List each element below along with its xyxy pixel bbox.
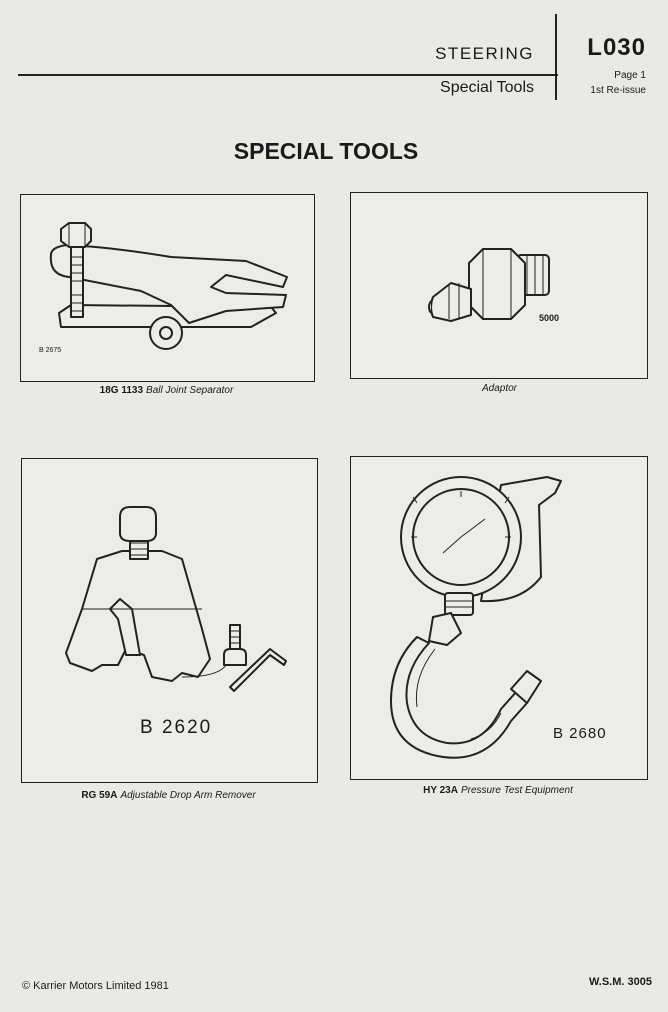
- copyright-notice: © Karrier Motors Limited 1981: [22, 980, 169, 992]
- part-number: RG 59A: [81, 790, 118, 801]
- ball-joint-separator-illustration: [49, 222, 288, 350]
- page-code: L030: [587, 34, 646, 61]
- figure-reference: B 2675: [39, 347, 62, 354]
- subsection-heading: Special Tools: [440, 79, 534, 96]
- tool-figure-pressure-test-equipment: B 2680: [350, 456, 648, 780]
- figure-reference: B 2620: [140, 717, 213, 738]
- header-rule: [18, 74, 558, 76]
- figure-reference: 5000: [539, 313, 560, 323]
- tool-figure-adaptor: 5000: [350, 192, 648, 379]
- tool-figure-drop-arm-remover: B 2620: [21, 458, 318, 783]
- tool-figure-ball-joint-separator: B 2675: [20, 194, 315, 382]
- issue-label: 1st Re-issue: [590, 85, 646, 96]
- header-divider: [555, 14, 557, 100]
- drop-arm-remover-illustration: [65, 506, 287, 692]
- tool-name: Adaptor: [481, 383, 518, 394]
- part-number: 18G 1133: [99, 385, 144, 396]
- page-title: SPECIAL TOOLS: [233, 138, 419, 164]
- tool-name: Pressure Test Equipment: [460, 785, 573, 796]
- page-number: Page 1: [614, 70, 646, 81]
- part-number: HY 23A: [423, 785, 458, 796]
- tool-name: Ball Joint Separator: [146, 385, 234, 396]
- adaptor-illustration: [428, 248, 550, 322]
- tool-name: Adjustable Drop Arm Remover: [120, 790, 256, 801]
- caption-adaptor: Adaptor: [350, 383, 646, 394]
- pressure-test-equipment-illustration: [390, 476, 562, 759]
- manual-reference: W.S.M. 3005: [589, 976, 652, 988]
- section-heading: STEERING: [435, 44, 534, 63]
- figure-reference: B 2680: [553, 725, 607, 742]
